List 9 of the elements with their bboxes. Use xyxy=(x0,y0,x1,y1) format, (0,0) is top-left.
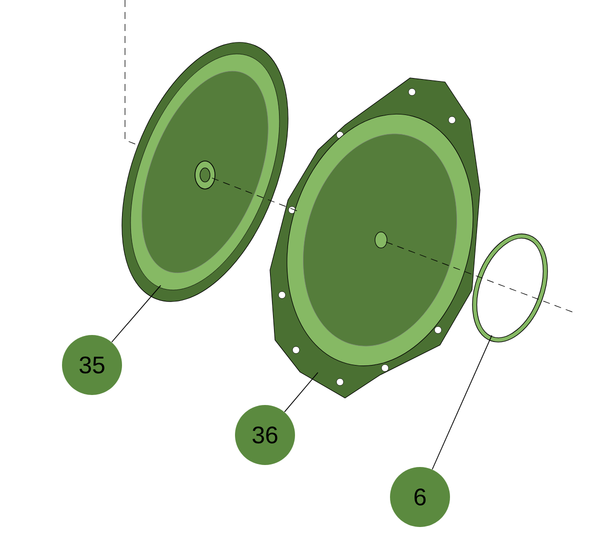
leader-line xyxy=(284,372,318,412)
leader-line xyxy=(432,334,492,470)
diaphragm-drawing xyxy=(122,42,288,302)
callout-number: 6 xyxy=(390,466,450,527)
callout-number: 35 xyxy=(62,334,122,395)
flanged-diaphragm-drawing xyxy=(270,78,480,398)
o-ring-drawing xyxy=(472,234,548,342)
leader-line xyxy=(111,285,162,343)
callout-number: 36 xyxy=(235,404,295,465)
